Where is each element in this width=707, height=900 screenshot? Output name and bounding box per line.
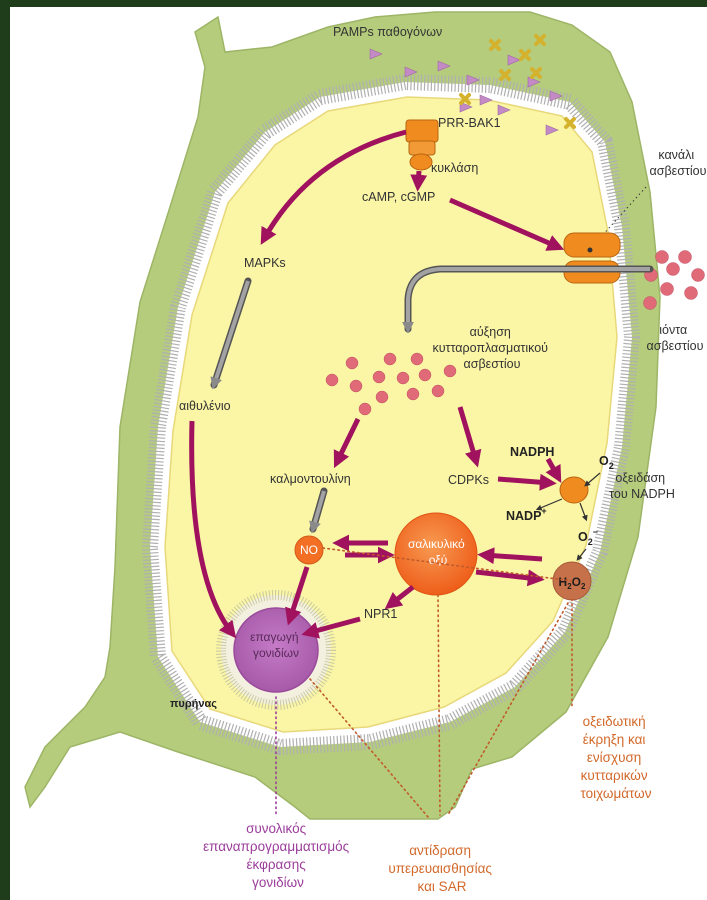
calcium-ion — [346, 357, 358, 369]
calcium-ion — [419, 369, 431, 381]
calcium-ion — [376, 391, 388, 403]
calcium-ion — [679, 251, 692, 264]
cyclase-label: κυκλάση — [431, 161, 478, 175]
calcium-ion — [411, 353, 423, 365]
cdpks-label: CDPKs — [448, 473, 489, 487]
calcium-ion — [326, 374, 338, 386]
calcium-ion — [373, 371, 385, 383]
arrow-cyclase-camp — [418, 171, 419, 185]
calcium-channel-top — [564, 233, 620, 257]
nadph-oxidase — [560, 477, 588, 503]
no-label: NO — [300, 543, 318, 557]
ethylene-label: αιθυλένιο — [179, 399, 231, 413]
nadph-label: NADPH — [510, 445, 554, 459]
calcium-ion — [692, 269, 705, 282]
calcium-ion — [444, 365, 456, 377]
channel-label: κανάλι ασβεστίου — [650, 148, 707, 178]
pamp-cross — [501, 71, 509, 79]
calcium-ion — [384, 353, 396, 365]
calcium-ion — [667, 263, 680, 276]
channel-dot — [588, 248, 593, 253]
pamp-cross — [491, 41, 499, 49]
calcium-ion — [397, 372, 409, 384]
pamp-cross — [532, 69, 540, 77]
mapks-label: MAPKs — [244, 256, 286, 270]
plant-immunity-diagram: επαγωγή γονιδίων πυρήνας PAMPs παθογόνων… — [10, 7, 707, 900]
pamp-cross — [521, 51, 529, 59]
cyclase-enzyme — [410, 154, 432, 170]
calcium-ion — [350, 380, 362, 392]
pamp-cross — [566, 119, 574, 127]
calmodulin-label: καλμοντουλίνη — [270, 472, 351, 486]
calcium-ion — [359, 403, 371, 415]
oxidative-burst-label: οξειδωτική έκρηξη και ενίσχυση κυτταρικώ… — [581, 714, 652, 801]
calcium-ion — [432, 385, 444, 397]
prr-bak1-receptor-lower — [409, 141, 435, 155]
prr-bak1-receptor — [406, 120, 438, 142]
pamp-cross — [461, 95, 469, 103]
prr-bak1-label: PRR-BAK1 — [438, 116, 501, 130]
npr1-label: NPR1 — [364, 607, 397, 621]
nucleus-label: πυρήνας — [170, 698, 217, 710]
calcium-ion — [656, 251, 669, 264]
camp-cgmp-label: cAMP, cGMP — [362, 190, 435, 204]
hypersensitive-label: αντίδραση υπερευαισθησίας και SAR — [388, 843, 495, 894]
calcium-ion — [685, 287, 698, 300]
calcium-ion — [661, 283, 674, 296]
diagram-frame: επαγωγή γονιδίων πυρήνας PAMPs παθογόνων… — [10, 7, 707, 900]
calcium-ion — [407, 388, 419, 400]
pamps-label: PAMPs παθογόνων — [333, 25, 442, 39]
calcium-ion — [644, 297, 657, 310]
pamp-cross — [536, 36, 544, 44]
reprogramming-label: συνολικός επαναπρογραμματισμός έκφρασης … — [203, 821, 353, 890]
